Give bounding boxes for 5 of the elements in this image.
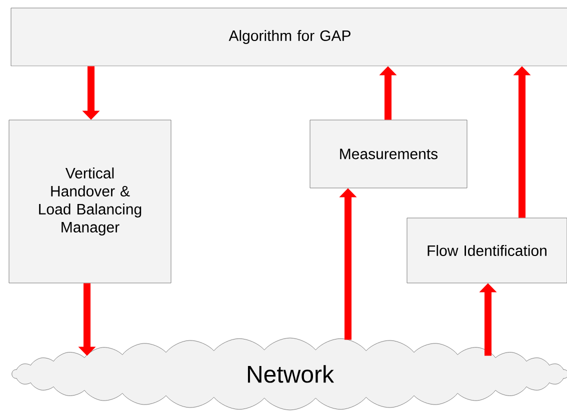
process-box: Measurements xyxy=(310,120,468,188)
process-box: Algorithm for GAP xyxy=(10,8,567,66)
process-box: Flow Identification xyxy=(406,218,567,284)
process-box: Vertical Handover & Load Balancing Manager xyxy=(8,120,172,284)
network-cloud: Network xyxy=(12,338,567,410)
